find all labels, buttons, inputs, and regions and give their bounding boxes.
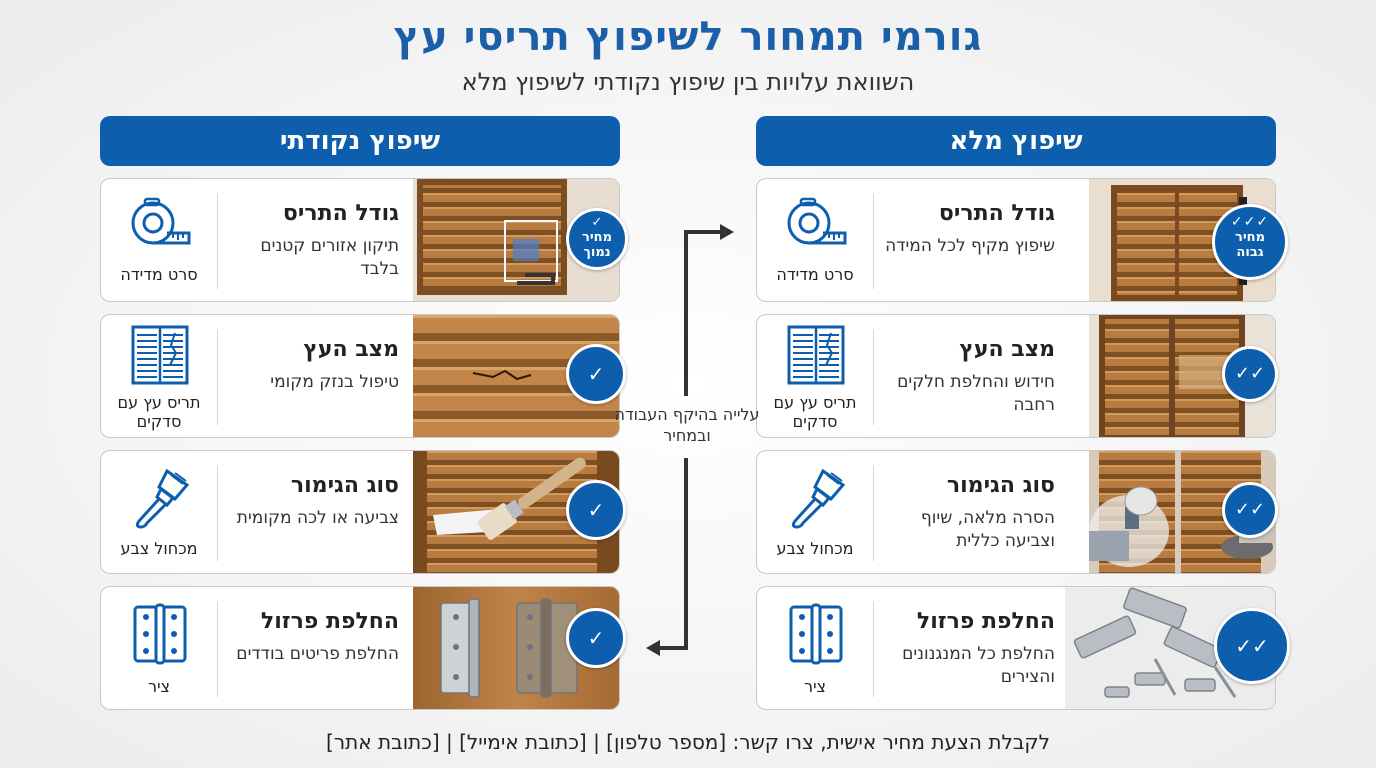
card-description: שיפוץ מקיף לכל המידה: [885, 236, 1055, 256]
full-card-hardware: ציר החלפת פרזול החלפת כל המנגנונים והציר…: [756, 586, 1276, 710]
high-price-badge: ✓✓✓ מחיר גבוה: [1212, 204, 1288, 280]
icon-label: סרט מדידה: [120, 265, 198, 284]
card-description: החלפת פריטים בודדים: [236, 644, 399, 664]
page-subtitle: השוואת עלויות בין שיפוץ נקודתי לשיפוץ מל…: [461, 68, 915, 96]
card-heading: מצב העץ: [959, 337, 1055, 362]
icon-label: מכחול צבע: [776, 539, 854, 558]
card-heading: מצב העץ: [303, 337, 399, 362]
partial-renovation-header: שיפוץ נקודתי: [100, 116, 620, 166]
icon-label: ציר: [803, 677, 827, 696]
hinge-icon: [127, 601, 193, 667]
partial-card-finish: מכחול צבע סוג הגימור צביעה או לכה מקומית: [100, 450, 620, 574]
partial-card-size: סרט מדידה גודל התריס תיקון אזורים קטנים …: [100, 178, 620, 302]
arrow-label: עלייה בהיקף העבודה ובמחיר: [614, 405, 760, 445]
full-card-finish: מכחול צבע סוג הגימור הסרה מלאה, שיוף וצב…: [756, 450, 1276, 574]
badge-line: מחיר: [582, 230, 612, 245]
double-check-icon: ✓✓: [1214, 608, 1290, 684]
badge-line: נמוך: [583, 245, 611, 260]
full-wood-photo: [1089, 315, 1275, 437]
card-heading: גודל התריס: [282, 201, 399, 226]
card-description: החלפת כל המנגנונים והצירים: [902, 644, 1055, 687]
shutter-crack-icon: [127, 323, 193, 389]
check-icon: ✓: [566, 608, 626, 668]
card-description: הסרה מלאה, שיוף וצביעה כללית: [920, 508, 1055, 551]
partial-shutter-photo: [413, 179, 619, 301]
icon-label: תריס עץ עם סדקים: [117, 393, 201, 431]
partial-card-wood: תריס עץ עם סדקים מצב העץ טיפול בנזק מקומ…: [100, 314, 620, 438]
page-title: גורמי תמחור לשיפוץ תריסי עץ: [393, 14, 983, 60]
triple-check-icon: ✓✓✓: [1230, 214, 1270, 230]
icon-label: מכחול צבע: [120, 539, 198, 558]
paintbrush-icon: [127, 465, 193, 531]
full-card-size: סרט מדידה גודל התריס שיפוץ מקיף לכל המיד…: [756, 178, 1276, 302]
badge-line: מחיר: [1235, 230, 1265, 245]
shutter-crack-icon: [783, 323, 849, 389]
full-renovation-header: שיפוץ מלא: [756, 116, 1276, 166]
card-heading: החלפת פרזול: [260, 609, 399, 634]
card-heading: החלפת פרזול: [916, 609, 1055, 634]
icon-label: ציר: [147, 677, 171, 696]
check-icon: ✓: [566, 344, 626, 404]
paintbrush-icon: [783, 465, 849, 531]
card-description: חידוש והחלפת חלקים רחבה: [897, 372, 1055, 415]
full-card-wood: תריס עץ עם סדקים מצב העץ חידוש והחלפת חל…: [756, 314, 1276, 438]
icon-label: תריס עץ עם סדקים: [773, 393, 857, 431]
card-heading: סוג הגימור: [290, 473, 399, 498]
card-heading: סוג הגימור: [946, 473, 1055, 498]
check-icon: ✓: [591, 215, 603, 230]
measuring-tape-icon: [127, 193, 193, 259]
card-heading: גודל התריס: [938, 201, 1055, 226]
partial-card-hardware: ציר החלפת פרזול החלפת פריטים בודדים: [100, 586, 620, 710]
increase-arrow: [646, 224, 734, 656]
card-description: טיפול בנזק מקומי: [270, 372, 399, 392]
icon-label: סרט מדידה: [776, 265, 854, 284]
double-check-icon: ✓✓: [1222, 482, 1278, 538]
check-icon: ✓: [566, 480, 626, 540]
measuring-tape-icon: [783, 193, 849, 259]
low-price-badge: ✓ מחיר נמוך: [566, 208, 628, 270]
double-check-icon: ✓✓: [1222, 346, 1278, 402]
hinge-icon: [783, 601, 849, 667]
card-description: צביעה או לכה מקומית: [236, 508, 399, 528]
badge-line: גבוה: [1236, 245, 1264, 260]
contact-footer: לקבלת הצעת מחיר אישית, צרו קשר: [מספר טל…: [326, 730, 1050, 754]
card-description: תיקון אזורים קטנים בלבד: [260, 236, 399, 279]
